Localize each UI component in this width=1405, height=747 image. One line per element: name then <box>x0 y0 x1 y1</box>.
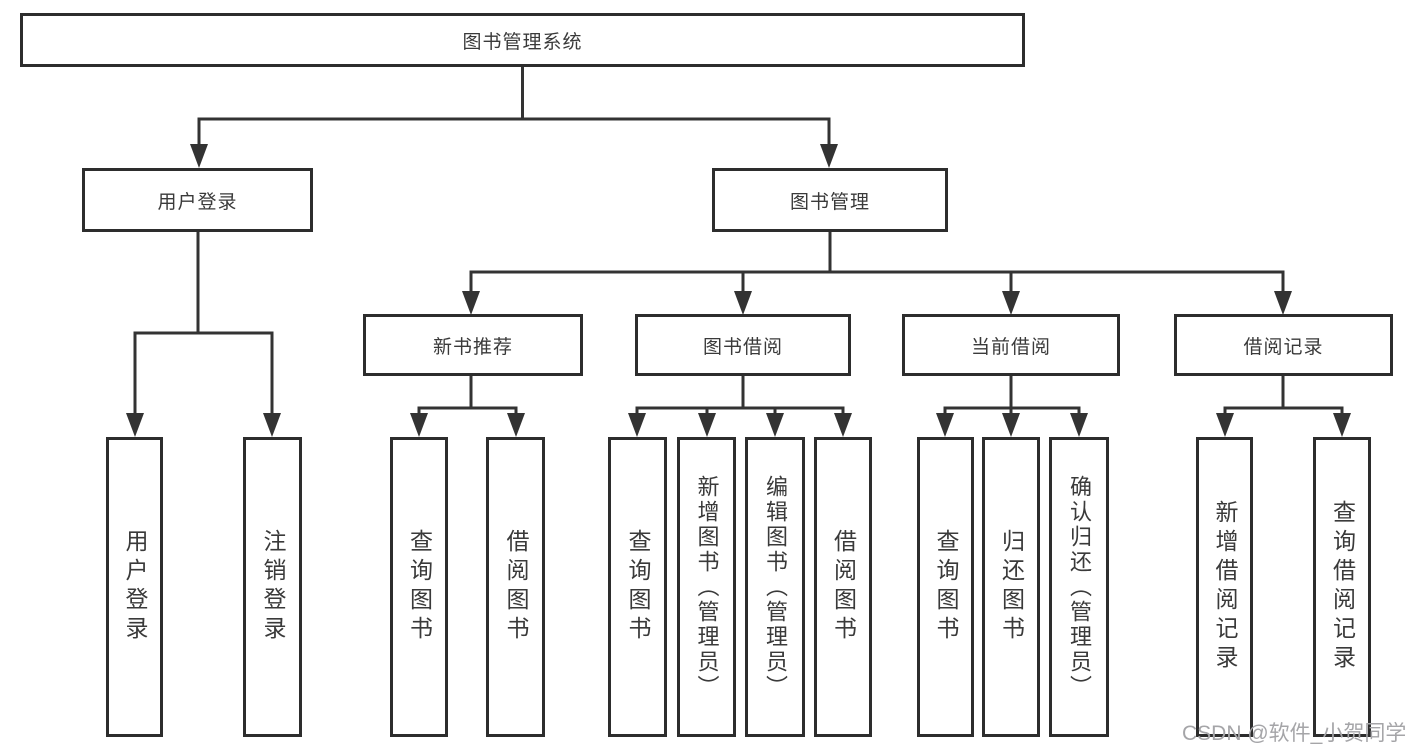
arrowhead <box>263 413 281 437</box>
arrowhead <box>766 413 784 437</box>
arrowhead <box>1002 291 1020 315</box>
arrowhead <box>1333 413 1351 437</box>
node-borrowing-borrow-books: 借阅图书 <box>814 437 872 737</box>
arrowhead <box>462 291 480 315</box>
arrowhead <box>1216 413 1234 437</box>
connector-book-borrowing-children <box>628 376 852 437</box>
arrowhead <box>628 413 646 437</box>
node-current-query-books: 查询图书 <box>917 437 974 737</box>
node-borrowing-query-books: 查询图书 <box>608 437 667 737</box>
arrowhead <box>698 413 716 437</box>
arrowhead <box>1274 291 1292 315</box>
node-query-borrow-record: 查询借阅记录 <box>1313 437 1371 737</box>
node-book-borrowing: 图书借阅 <box>635 314 851 376</box>
node-leaf-user-login: 用户登录 <box>106 437 163 737</box>
csdn-watermark: CSDN @软件_小贺同学 <box>1182 722 1405 745</box>
arrowhead <box>820 144 838 168</box>
node-confirm-return-admin: 确认归还（管理员） <box>1049 437 1109 737</box>
node-current-borrowing: 当前借阅 <box>902 314 1120 376</box>
connector-borrow-records-children <box>1216 376 1351 437</box>
connector-user-login-branch <box>126 231 281 437</box>
node-borrow-records: 借阅记录 <box>1174 314 1393 376</box>
arrowhead <box>126 413 144 437</box>
node-recommend-borrow-books: 借阅图书 <box>486 437 545 737</box>
node-add-books-admin: 新增图书（管理员） <box>677 437 736 737</box>
arrowhead <box>410 413 428 437</box>
node-leaf-logout: 注销登录 <box>243 437 302 737</box>
node-return-books: 归还图书 <box>982 437 1040 737</box>
connector-current-borrowing-children <box>936 376 1088 437</box>
connector-root-to-level2 <box>190 67 838 168</box>
node-recommend-query-books: 查询图书 <box>390 437 448 737</box>
node-user-login: 用户登录 <box>82 168 313 232</box>
connector-book-management-to-level3 <box>462 231 1292 315</box>
arrowhead <box>1070 413 1088 437</box>
node-add-borrow-record: 新增借阅记录 <box>1196 437 1253 737</box>
arrowhead <box>936 413 954 437</box>
node-new-book-recommend: 新书推荐 <box>363 314 583 376</box>
arrowhead <box>834 413 852 437</box>
arrowhead <box>190 144 208 168</box>
node-book-management: 图书管理 <box>712 168 948 232</box>
node-library-management-system: 图书管理系统 <box>20 13 1025 67</box>
arrowhead <box>507 413 525 437</box>
node-edit-books-admin: 编辑图书（管理员） <box>745 437 805 737</box>
arrowhead <box>734 291 752 315</box>
connector-new-book-recommend-children <box>410 376 525 437</box>
arrowhead <box>1002 413 1020 437</box>
